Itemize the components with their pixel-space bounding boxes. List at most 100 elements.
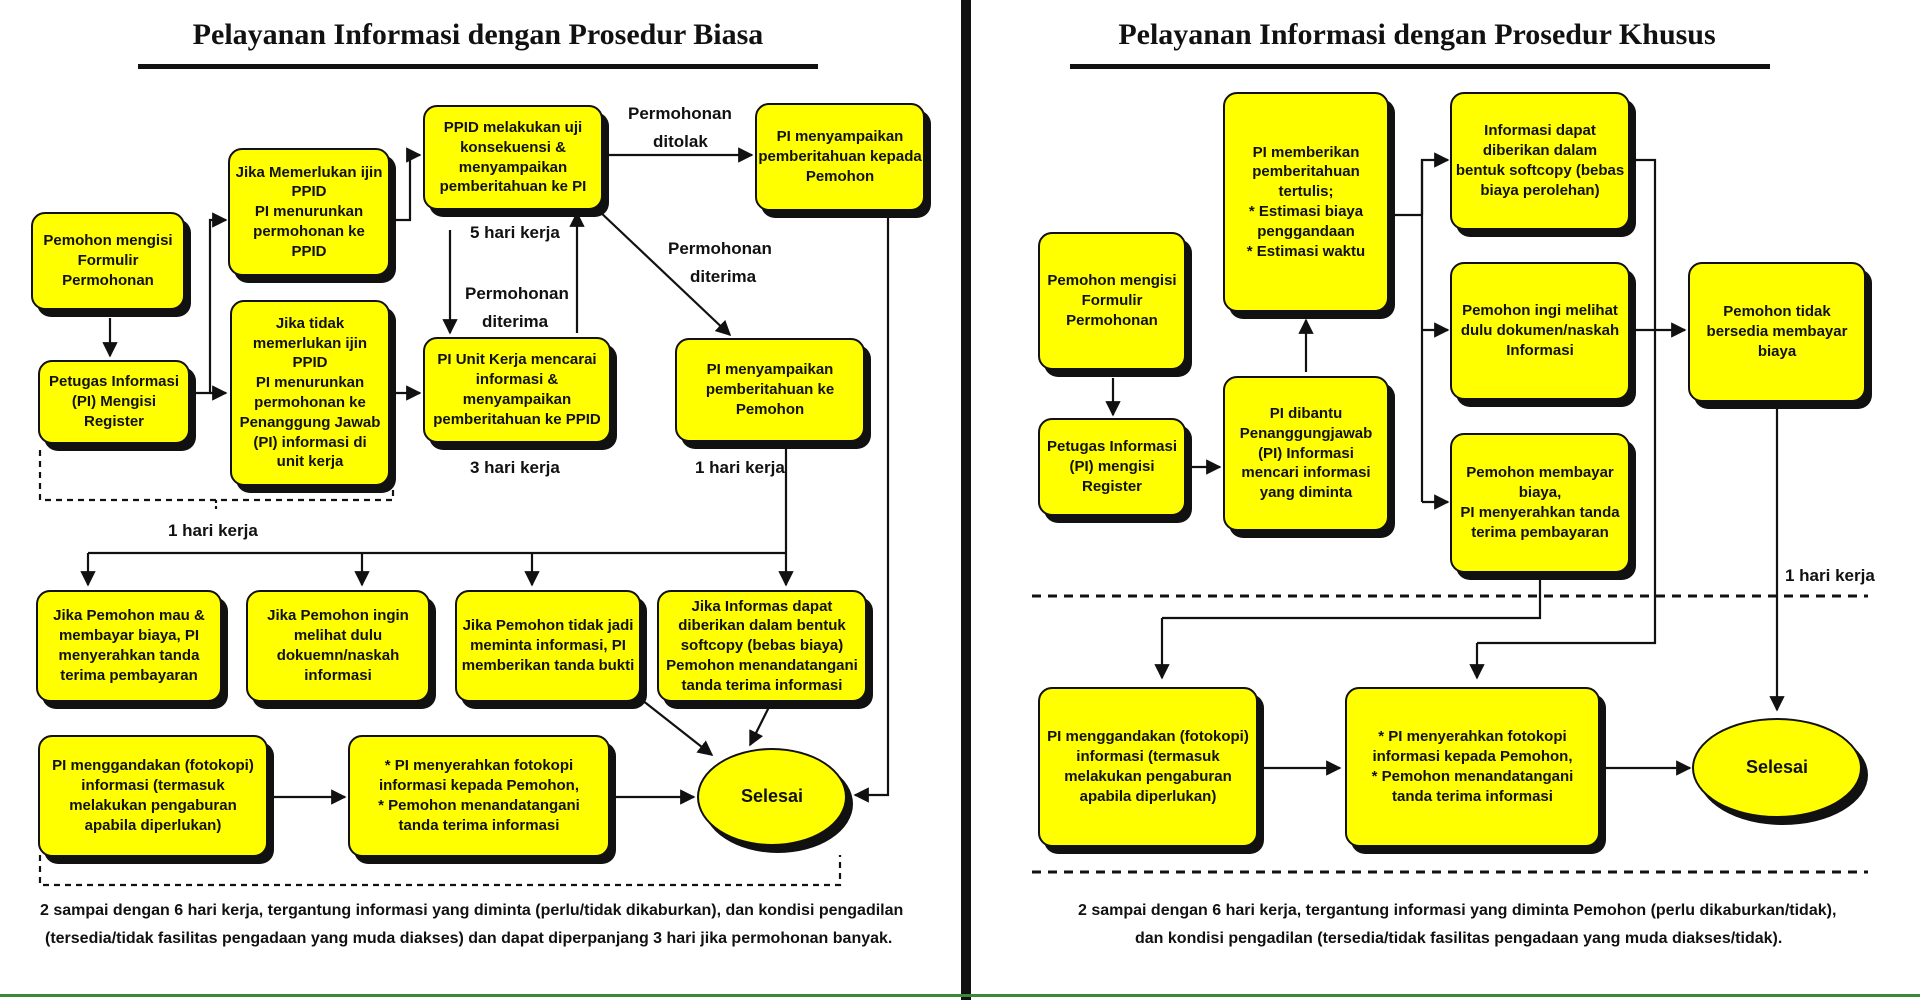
left-label-5-hari: 5 hari kerja — [470, 223, 560, 242]
box-text-line: Jika Pemohon mau & — [53, 607, 205, 625]
box-text-line: * Estimasi waktu — [1246, 242, 1366, 260]
box-text-line: menyampaikan — [462, 391, 572, 408]
box-text-line: PI memberikan — [1252, 143, 1360, 161]
box-text-line: memberikan tanda bukti — [461, 656, 635, 674]
box-text-line: tanda terima informasi — [1392, 787, 1553, 805]
arrow-softcopy-selesai — [749, 704, 771, 747]
box-text-line: Pemohon ingi melihat — [1462, 302, 1618, 320]
box-text-line: apabila diperlukan) — [1079, 787, 1217, 805]
box-text-line: PI dibantu — [1269, 405, 1343, 422]
box-text-line: PPID — [291, 183, 327, 201]
box-text-line: informasi — [304, 666, 372, 684]
box-text-line: Petugas Informasi — [48, 373, 180, 391]
box-text-line: memerlukan ijin — [252, 334, 368, 352]
box-text-line: bentuk softcopy (bebas — [1455, 162, 1625, 179]
box-text-line: Selesai — [1745, 757, 1809, 778]
box-text-line: melihat dulu — [293, 627, 383, 645]
box-text-line: * PI menyerahkan fotokopi — [1378, 728, 1567, 746]
box-text-line: meminta informasi, PI — [470, 637, 626, 655]
box-text-line: pemberitahuan ke PI — [439, 178, 587, 196]
box-text-line: pemberitahuan kepada — [758, 148, 922, 166]
box-text-line: Formulir — [77, 252, 139, 270]
box-text-line: Selesai — [740, 786, 804, 807]
left-label-diterima-a-1: Permohonan — [668, 239, 772, 258]
left-label-ditolak-1: Permohonan — [628, 104, 732, 123]
box-text-line: softcopy (bebas biaya) — [680, 637, 844, 655]
box-text-line: unit kerja — [276, 453, 344, 471]
box-text-line: tertulis; — [1278, 183, 1334, 201]
box-text-line: melakukan pengaburan — [69, 797, 237, 814]
box-text-line: (PI) Mengisi — [71, 393, 157, 411]
right-label-1-hari: 1 hari kerja — [1785, 566, 1875, 585]
left-label-ditolak-2: ditolak — [653, 132, 708, 151]
right-connectors — [1032, 152, 1868, 874]
box-text-line: Pemohon mengisi — [1047, 272, 1177, 290]
box-text-line: Permohonan — [62, 271, 154, 289]
box-text-line: (PI) Informasi — [1258, 444, 1354, 462]
box-text-line: Pemohon tidak — [1723, 303, 1831, 321]
box-text-line: biaya, — [1518, 484, 1562, 502]
left-box-menggandakan: PI menggandakan (fotokopi)informasi (ter… — [38, 735, 268, 857]
box-text-line: terima pembayaran — [1471, 523, 1609, 541]
box-text-line: PI menggandakan (fotokopi) — [1047, 728, 1249, 746]
box-text-line: Pemohon — [735, 400, 805, 418]
left-label-diterima-a-2: diterima — [690, 267, 757, 286]
right-box-menggandakan: PI menggandakan (fotokopi) informasi (ter… — [1038, 687, 1258, 847]
box-text-line: dokuemn/naskah — [276, 647, 400, 664]
box-text-line: PPID melakukan uji — [443, 118, 583, 136]
box-text-line: Penanggungjawab — [1239, 424, 1373, 442]
arrow-tidakjadi-selesai — [641, 699, 714, 756]
left-label-1-hari-a: 1 hari kerja — [168, 521, 258, 540]
box-text-line: terima pembayaran — [60, 666, 198, 684]
box-text-line: tanda terima informasi — [681, 676, 843, 694]
arrow-ppid-diterima — [597, 209, 732, 337]
box-text-line: Formulir — [1081, 292, 1143, 310]
box-text-line: Informasi dapat — [1484, 122, 1596, 140]
arrow-ditolak-selesai — [853, 212, 890, 803]
left-box-selesai: Selesai — [697, 748, 847, 846]
box-text-line: Jika Memerlukan ijin — [235, 163, 383, 181]
box-text-line: PPID — [291, 242, 327, 260]
arrow-r-branch-softcopy — [1420, 152, 1450, 215]
box-text-line: PPID — [292, 354, 328, 372]
box-text-line: PI menurunkan — [255, 374, 365, 392]
box-text-line: biaya — [1757, 342, 1797, 360]
box-text-line: Petugas Informasi — [1046, 438, 1178, 456]
box-text-line: informasi kepada Pemohon, — [1372, 748, 1573, 766]
left-label-diterima-b-2: diterima — [482, 312, 549, 331]
box-text-line: pemberitahuan ke — [705, 381, 835, 399]
box-text-line: informasi kepada Pemohon, — [378, 777, 580, 795]
arrow-ijin-ppid — [392, 147, 422, 222]
right-footer-line-2: dan kondisi pengadilan (tersedia/tidak f… — [1135, 930, 1783, 947]
dashed-bracket-bottom — [38, 855, 842, 887]
right-box-menyerahkan: * PI menyerahkan fotokopi informasi kepad… — [1345, 687, 1600, 847]
box-text-line: yang diminta — [1259, 484, 1353, 502]
box-text-line: biaya perolehan) — [1480, 181, 1600, 199]
box-text-line: informasi (termasuk — [1076, 748, 1220, 766]
box-text-line: tanda terima informasi — [398, 816, 560, 834]
box-text-line: Penanggung Jawab — [239, 413, 381, 431]
panel-divider — [961, 0, 971, 1000]
box-text-line: informasi & — [475, 371, 559, 389]
box-text-line: Pemohon menandatangani — [666, 656, 858, 674]
right-title-underline — [1070, 64, 1770, 69]
left-footer-line-1: 2 sampai dengan 6 hari kerja, tergantung… — [40, 902, 904, 919]
box-text-line: menyampaikan — [458, 158, 568, 176]
box-text-line: Informasi — [1506, 341, 1574, 359]
